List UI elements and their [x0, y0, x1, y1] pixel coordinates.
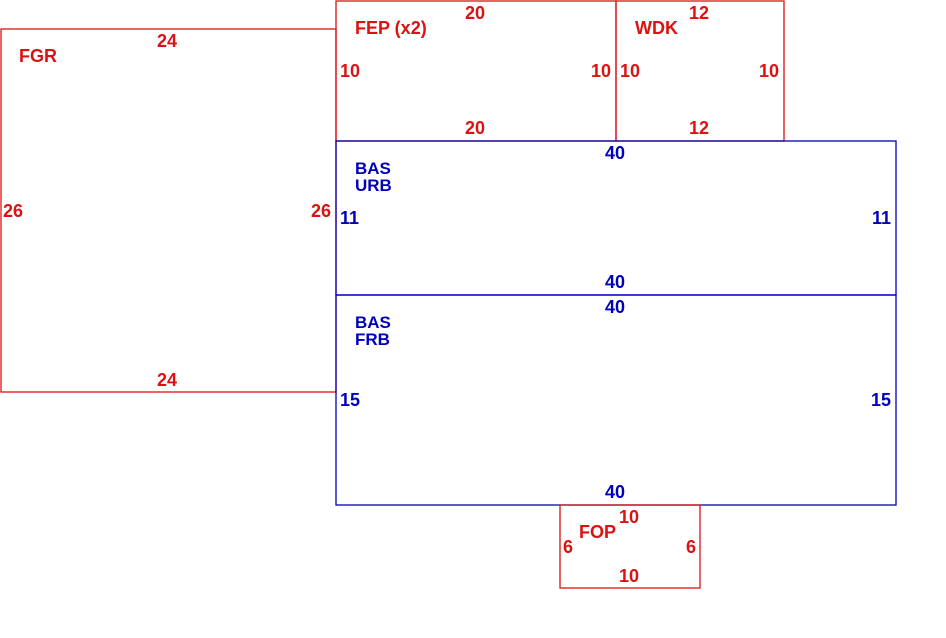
fop-right-dimension: 6 [686, 537, 696, 557]
wdk-bottom-dimension: 12 [689, 118, 709, 138]
area-bas-urb: BAS URB 40 40 11 11 [335, 140, 897, 296]
fop-label: FOP [579, 522, 616, 542]
bas-frb-top-dimension: 40 [605, 297, 625, 317]
fgr-label: FGR [19, 46, 57, 66]
fop-left-dimension: 6 [563, 537, 573, 557]
fop-outline [559, 504, 701, 589]
area-fgr: FGR 24 24 26 26 [0, 28, 337, 393]
fgr-left-dimension: 26 [3, 201, 23, 221]
fep-right-dimension: 10 [591, 61, 611, 81]
fep-label: FEP (x2) [355, 18, 427, 38]
fgr-bottom-dimension: 24 [157, 370, 177, 390]
fep-left-dimension: 10 [340, 61, 360, 81]
fgr-outline [0, 28, 337, 393]
area-bas-frb: BAS FRB 40 40 15 15 [335, 294, 897, 506]
wdk-top-dimension: 12 [689, 3, 709, 23]
bas-frb-right-dimension: 15 [871, 390, 891, 410]
fgr-top-dimension: 24 [157, 31, 177, 51]
bas-urb-right-dimension: 11 [872, 208, 891, 228]
bas-frb-label-line1: BAS [355, 313, 391, 332]
fep-bottom-dimension: 20 [465, 118, 485, 138]
wdk-right-dimension: 10 [759, 61, 779, 81]
bas-urb-left-dimension: 11 [340, 208, 359, 228]
bas-urb-label-line2: URB [355, 176, 392, 195]
fgr-right-dimension: 26 [311, 201, 331, 221]
wdk-left-dimension: 10 [620, 61, 640, 81]
bas-frb-left-dimension: 15 [340, 390, 360, 410]
bas-frb-label-line2: FRB [355, 330, 390, 349]
area-fep: FEP (x2) 20 20 10 10 [335, 0, 617, 142]
area-wdk: WDK 12 12 10 10 [615, 0, 785, 142]
bas-frb-outline [335, 294, 897, 506]
fep-top-dimension: 20 [465, 3, 485, 23]
fop-bottom-dimension: 10 [619, 566, 639, 586]
bas-frb-bottom-dimension: 40 [605, 482, 625, 502]
bas-urb-bottom-dimension: 40 [605, 272, 625, 292]
area-fop: FOP 10 10 6 6 [559, 504, 701, 589]
wdk-label: WDK [635, 18, 678, 38]
fop-top-dimension: 10 [619, 507, 639, 527]
bas-urb-top-dimension: 40 [605, 143, 625, 163]
bas-urb-label-line1: BAS [355, 159, 391, 178]
